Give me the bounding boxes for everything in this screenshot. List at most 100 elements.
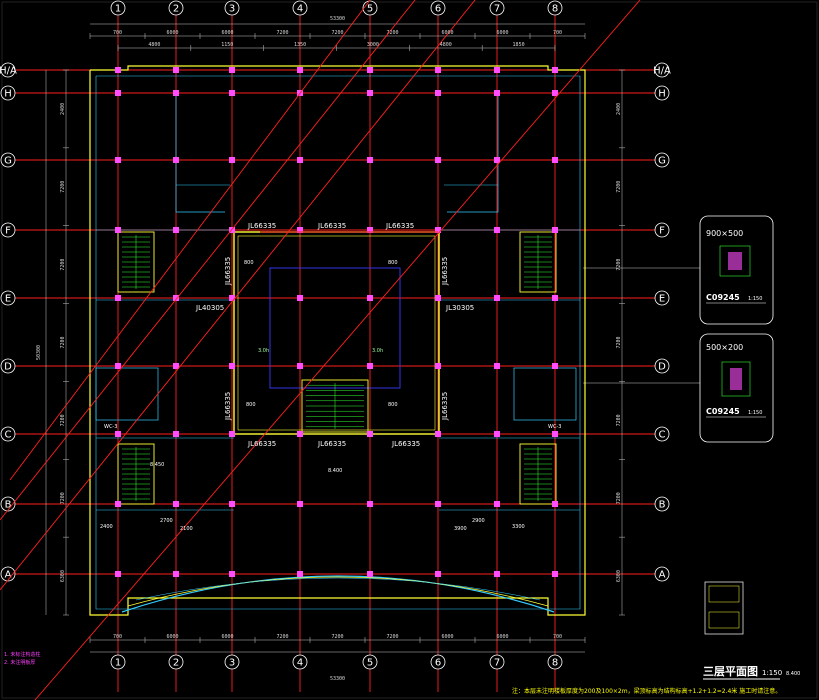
column	[552, 67, 558, 73]
column	[494, 90, 500, 96]
dimension-value: 6000	[166, 634, 178, 640]
dimension-value: 6000	[496, 634, 508, 640]
beam-label-top-2: JL66335	[317, 222, 346, 230]
dimension-value: 6000	[166, 30, 178, 36]
column	[173, 90, 179, 96]
dimension-value: 6000	[496, 30, 508, 36]
column	[494, 363, 500, 369]
section-1-scale: 1:150	[748, 296, 762, 302]
axis-row-label: G	[4, 156, 12, 167]
axis-bubble	[430, 654, 446, 670]
axis-bubble	[547, 654, 563, 670]
left-note-2: 2. 未注明板厚	[4, 659, 35, 666]
column	[229, 67, 235, 73]
section-1-code: C09245	[706, 293, 740, 302]
column	[367, 157, 373, 163]
axis-row-label: A	[5, 570, 12, 581]
central-stair	[301, 379, 369, 433]
axis-bubble	[0, 222, 16, 238]
dim-2100: 2100	[180, 526, 193, 532]
building-shell	[89, 65, 586, 616]
dimension-value: 7200	[616, 336, 622, 348]
axis-col-label: 1	[115, 658, 121, 669]
axis-row-label: F	[5, 226, 11, 237]
slab-thickness-1: 800	[244, 260, 254, 266]
axis-bubble	[168, 0, 184, 16]
axis-bubble	[430, 0, 446, 16]
stair-sw	[117, 443, 155, 505]
axis-bubble	[110, 0, 126, 16]
atrium-void	[233, 231, 440, 435]
axis-col-label: 4	[297, 658, 303, 669]
axis-bubble	[0, 566, 16, 582]
column	[115, 227, 121, 233]
column	[435, 431, 441, 437]
column	[173, 363, 179, 369]
column	[367, 431, 373, 437]
section-detail-1: 900×500 C09245 1:150	[699, 215, 774, 325]
legend-box	[704, 581, 744, 635]
dimension-value: 700	[113, 634, 122, 640]
axis-bubble	[224, 654, 240, 670]
wc-label-left: WC-3	[104, 424, 117, 430]
axis-bubble	[489, 654, 505, 670]
drawing-scale: 1:150	[762, 669, 782, 677]
column	[494, 571, 500, 577]
axis-col-label: 1	[115, 4, 121, 15]
section-2-dims: 500×200	[706, 343, 743, 352]
stair-se	[519, 443, 557, 505]
axis-row-label: H	[658, 89, 666, 100]
column	[552, 227, 558, 233]
column	[115, 67, 121, 73]
beam-label-right-2: JL66335	[441, 392, 449, 421]
section-2-code: C09245	[706, 407, 740, 416]
dimension-value: 2400	[616, 103, 622, 115]
structural-columns	[115, 67, 558, 577]
axis-col-label: 3	[229, 658, 235, 669]
dimension-value: 7200	[616, 414, 622, 426]
axis-col-label: 2	[173, 4, 179, 15]
axis-col-label: 3	[229, 4, 235, 15]
dim-2400: 2400	[100, 524, 113, 530]
dimension-value: 7200	[331, 634, 343, 640]
beam-label-top-1: JL66335	[247, 222, 276, 230]
stair-treads	[122, 235, 552, 501]
dimension-value: 6300	[60, 570, 66, 582]
column	[435, 295, 441, 301]
column	[435, 227, 441, 233]
dimension-value: 3000	[367, 42, 379, 48]
section-1-dims: 900×500	[706, 229, 743, 238]
column	[115, 295, 121, 301]
axis-bubble	[0, 358, 16, 374]
axis-col-label: 2	[173, 658, 179, 669]
overall-width-top: 53300	[330, 16, 345, 22]
dimension-value: 7200	[60, 492, 66, 504]
column	[367, 90, 373, 96]
axis-bubble	[489, 0, 505, 16]
column	[494, 227, 500, 233]
axis-col-label: 5	[367, 658, 373, 669]
beam-label-bottom-1: JL66335	[247, 440, 276, 448]
axis-bubble	[0, 85, 16, 101]
column	[173, 157, 179, 163]
axis-row-label: D	[658, 362, 666, 373]
column	[552, 431, 558, 437]
dimension-value: 1850	[513, 42, 525, 48]
axis-bubble	[654, 566, 670, 582]
column	[229, 571, 235, 577]
wc-label-right: WC-3	[548, 424, 561, 430]
axis-row-label: C	[5, 430, 12, 441]
section-detail-2: 500×200 C09245 1:150	[699, 333, 774, 443]
column	[297, 501, 303, 507]
dimension-value: 700	[553, 30, 562, 36]
toilet-left	[95, 367, 159, 421]
hatch-note-2: 3.0h	[372, 348, 383, 354]
column	[115, 501, 121, 507]
column	[229, 90, 235, 96]
column	[367, 501, 373, 507]
dim-3900: 3900	[454, 526, 467, 532]
axis-row-label: F	[659, 226, 665, 237]
